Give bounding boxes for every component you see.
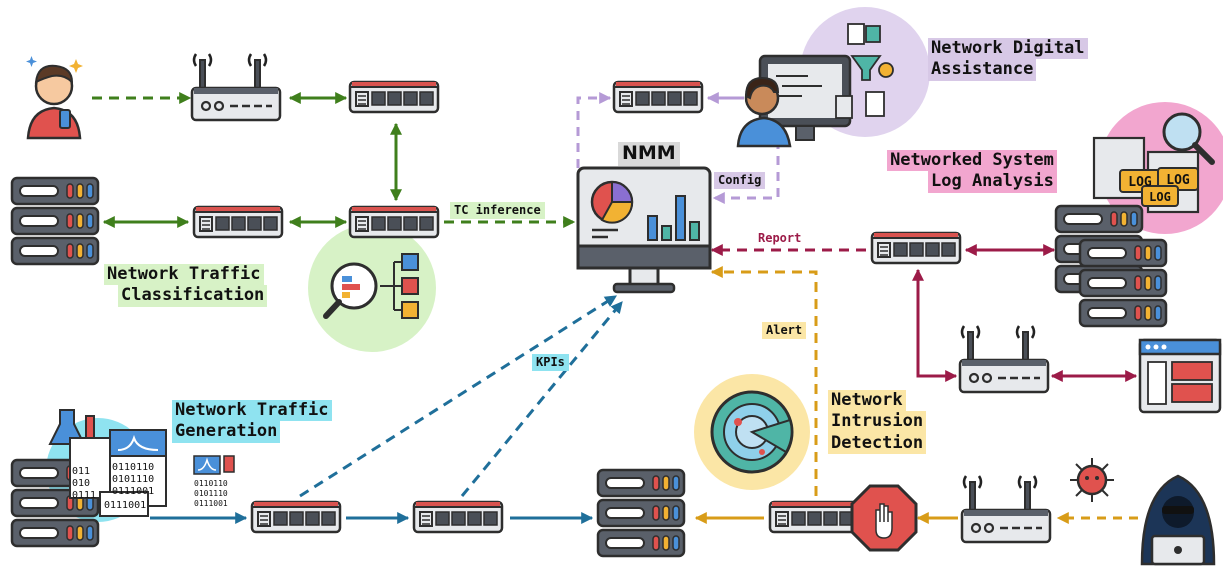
log-analysis-links [710,244,1138,382]
tree-chart-icon [835,23,894,119]
task-classification: Network Traffic Classification [104,264,268,307]
tree-chart-classification-icon [323,253,419,319]
server-log-b [1078,238,1168,328]
log-label-1: LOG [1128,175,1152,190]
server-left [10,176,100,266]
router-top [190,52,282,122]
log-label-2: LOG [1166,173,1190,188]
binary-file-icon: 0110110 0101110 0111001 [193,455,235,508]
flow-tc-inference: TC inference [450,202,545,219]
web-window-icon [1138,338,1222,414]
intrusion-links [694,266,1138,524]
binary-b-1: 011 [72,466,90,477]
switch-mid-left [192,205,284,239]
switch-log [870,231,962,265]
developer-icon [736,54,852,148]
task-generation-line-2: Generation [172,421,281,443]
task-intrusion-line-1: Network [828,390,906,412]
magnifier-icon: LOG LOG LOG [1092,112,1215,214]
task-intrusion-line-2: Intrusion [828,411,927,433]
task-assistance-line-1: Network Digital [928,38,1088,60]
binary-small-3: 0111001 [194,499,228,508]
binary-b-3: 0111 [72,490,96,501]
stop-hand-icon [850,484,918,552]
classification-links [92,92,576,228]
user-icon [26,56,83,140]
hacker-icon [1140,474,1216,566]
switch-intrusion [768,500,860,534]
switch-mid [348,205,440,239]
radar-icon [710,390,794,474]
nmm-label: NMM [618,142,680,166]
binary-bottom: 0111001 [104,500,146,511]
monitor-chart-icon [576,166,712,294]
flow-config: Config [714,172,766,189]
task-intrusion: Network Intrusion Detection [828,390,927,454]
switch-assistance [612,80,704,114]
binary-a-3: 0111001 [112,486,154,497]
router-log [958,324,1050,394]
task-generation-line-1: Network Traffic [172,400,332,422]
task-generation: Network Traffic Generation [172,400,332,443]
flow-report: Report [754,230,806,247]
assistance-links [576,92,780,204]
binary-small-2: 0101110 [194,489,228,498]
log-label-3: LOG [1149,190,1171,204]
binary-b-2: 010 [72,478,90,489]
binary-small-1: 0110110 [194,479,228,488]
flow-alert: Alert [762,322,807,339]
binary-a-2: 0101110 [112,474,154,485]
server-gen-right [596,468,686,558]
switch-gen-a [250,500,342,534]
task-log-line-1: Networked System [887,150,1057,172]
flow-kpis: KPIs [532,354,569,371]
switch-gen-b [412,500,504,534]
task-classification-line-1: Network Traffic [104,264,264,286]
binary-a-1: 0110110 [112,462,154,473]
generation-links [150,294,624,524]
task-log-line-2: Log Analysis [928,171,1057,193]
task-log-analysis: Networked System Log Analysis [884,150,1057,193]
virus-icon [1070,458,1114,502]
task-assistance-line-2: Assistance [928,59,1037,81]
router-intrusion [960,474,1052,544]
lab-flask-icon: 0110110 0101110 0111001 011 010 0111 011… [48,409,167,517]
task-intrusion-line-3: Detection [828,432,927,454]
switch-top [348,80,440,114]
task-assistance: Network Digital Assistance [928,38,1088,81]
task-classification-line-2: Classification [118,285,268,307]
